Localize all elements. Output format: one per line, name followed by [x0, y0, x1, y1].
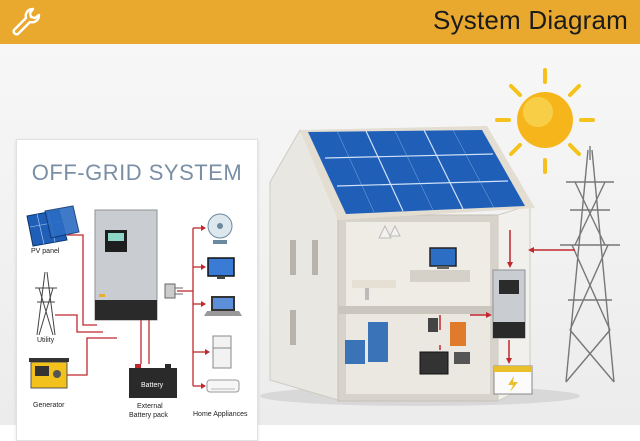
- label-pv-panel: PV panel: [31, 248, 60, 255]
- label-home-appliances: Home Appliances: [193, 411, 248, 418]
- label-battery: Battery: [141, 382, 164, 389]
- utility-tower-icon: [35, 271, 57, 336]
- illustration-area: OFF-GRID SYSTEM: [0, 44, 640, 441]
- label-external-1: External: [137, 403, 163, 410]
- inverter-icon: [94, 209, 158, 321]
- laptop-icon: [204, 296, 242, 316]
- house-illustration: [260, 68, 620, 406]
- pv-panel-icon: [26, 205, 80, 247]
- transmission-tower: [560, 146, 620, 383]
- generator-icon: [29, 358, 69, 389]
- off-grid-schematic: [26, 205, 242, 398]
- fan-icon: [207, 213, 233, 244]
- diagram-title: OFF-GRID SYSTEM: [31, 160, 243, 185]
- page-title: System Diagram: [433, 5, 628, 35]
- fridge-icon: [212, 335, 232, 369]
- label-utility: Utility: [37, 337, 55, 344]
- sun-icon: [495, 68, 595, 174]
- header-bar: System Diagram: [0, 0, 640, 44]
- wall-inverter: [492, 269, 526, 339]
- house-battery: [493, 365, 533, 395]
- battery-icon: [129, 364, 177, 398]
- air-conditioner-icon: [206, 379, 240, 393]
- label-external-2: Battery pack: [129, 412, 168, 419]
- wrench-icon: [12, 7, 41, 36]
- label-generator: Generator: [33, 402, 65, 409]
- plug-icon: [164, 283, 183, 299]
- off-grid-diagram: OFF-GRID SYSTEM: [16, 139, 258, 441]
- tv-icon: [207, 257, 235, 279]
- solar-roof-panels: [308, 130, 525, 214]
